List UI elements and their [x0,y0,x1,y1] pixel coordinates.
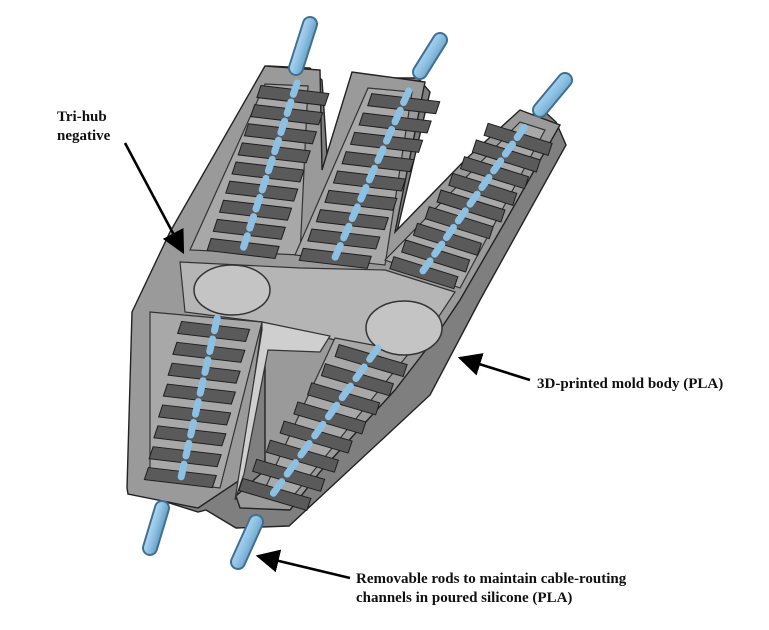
rod-segment-middle-1 [391,106,404,126]
rod-segment-middle-7 [340,222,353,242]
rod-segment-left-lower-0 [210,314,221,335]
label-tri-hub: Tri-hub negative [57,108,110,146]
rod-segment-left-upper-2 [277,117,289,137]
rod-segment-left-lower-6 [182,439,193,460]
rod-segment-right-lower-1 [352,363,368,382]
rod-end-bottom-right [232,516,262,568]
rod-segment-right-lower-0 [366,344,382,363]
rod-segment-left-upper-1 [283,98,295,117]
rod-segment-left-lower-1 [206,335,217,356]
rod-segment-left-lower-5 [187,419,198,439]
rod-end-bottom-left [144,502,168,554]
rod-end-top-left [290,18,316,74]
arrow-tri-hub [123,142,185,255]
label-tri-hub-line2: negative [57,128,111,144]
rod-segment-middle-6 [348,203,361,222]
rod-segment-left-upper-8 [240,232,251,251]
rod-segment-middle-5 [357,184,370,203]
rod-segment-middle-3 [374,145,387,164]
rod-segment-right-0 [513,124,528,141]
rod-segment-left-upper-0 [289,79,301,98]
annotation-arrows [123,142,531,580]
rod-segment-left-upper-4 [264,155,276,175]
rod-segment-right-lower-4 [311,420,327,440]
arrow-rods [255,549,351,580]
rod-segment-middle-4 [365,164,378,184]
cable-rods [142,16,573,570]
rod-segment-right-6 [443,224,458,241]
rod-segment-right-3 [478,174,493,191]
center-slot [234,321,331,501]
arrow-mold-body [457,353,531,382]
label-mold-body-text: 3D-printed mold body (PLA) [537,376,724,392]
label-rods: Removable rods to maintain cable-routing… [356,570,626,608]
rod-segment-left-upper-6 [252,194,264,213]
rod-segment-middle-8 [331,242,344,261]
label-mold-body: 3D-printed mold body (PLA) [537,375,723,394]
rod-segment-left-upper-3 [271,136,282,156]
rod-segment-right-5 [454,207,469,225]
rod-segment-right-lower-7 [269,478,286,497]
rod-segment-right-lower-5 [297,439,313,459]
rod-segment-right-8 [419,257,434,275]
rod-segment-left-upper-5 [258,174,270,194]
rod-segment-middle-0 [400,87,413,106]
rod-segment-right-1 [501,140,516,158]
rod-segment-right-7 [431,240,446,258]
rod-segment-left-lower-3 [196,377,207,397]
hub-recess-left [193,264,271,316]
rod-segment-left-upper-7 [246,213,258,232]
label-rods-line1: Removable rods to maintain cable-routing [356,571,627,587]
rod-segment-left-lower-4 [191,398,202,418]
rod-end-top-middle [414,34,446,78]
rod-segment-right-lower-6 [283,459,299,478]
rod-segment-right-2 [490,157,505,175]
rod-end-top-right [534,74,571,116]
label-rods-line2: channels in poured silicone (PLA) [356,590,573,606]
rod-segment-middle-2 [382,126,396,145]
rod-segment-right-lower-3 [324,401,341,421]
rod-segment-left-lower-2 [201,356,212,376]
label-tri-hub-line1: Tri-hub [57,109,107,125]
rod-segment-right-lower-2 [338,382,354,402]
rod-segment-left-lower-7 [177,460,188,481]
rod-segment-right-4 [466,190,481,208]
hub-recess-right [365,300,443,356]
